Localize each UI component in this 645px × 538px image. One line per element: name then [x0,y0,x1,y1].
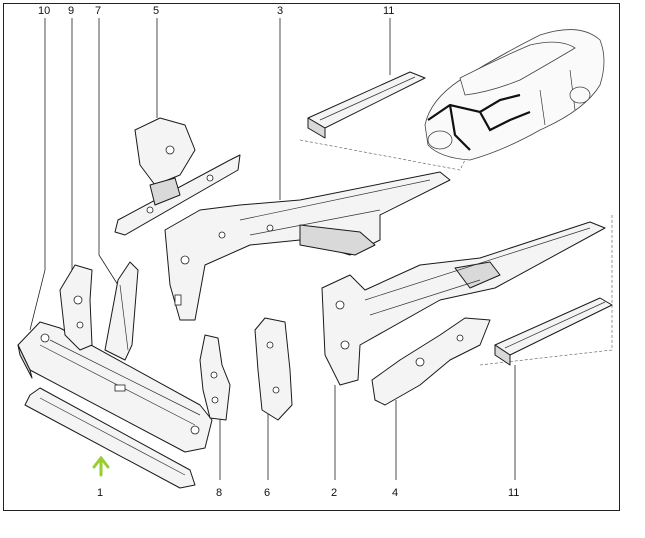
leader-10b [29,269,46,331]
part-10-front-crossmember [17,321,213,453]
car-illustration [424,29,605,161]
callout-10: 10 [38,5,51,17]
callout-3: 3 [277,5,284,17]
callout-11-bottom: 11 [508,487,520,499]
callout-2: 2 [331,487,338,499]
callout-5: 5 [153,5,160,17]
part-5-upper-bracket [114,117,241,236]
leader-lines [29,18,516,480]
callout-6: 6 [264,487,271,499]
part-9-bracket [59,264,93,351]
part-4-bracket [371,317,491,406]
part-11-top-rail [307,71,426,139]
part-1-lower-beam [24,387,196,489]
part-8-bracket [199,334,231,421]
callout-7: 7 [95,5,102,17]
callout-4: 4 [392,487,399,499]
part-7-bracket [104,261,139,361]
part-3-left-longitudinal [164,171,451,321]
part-11-bottom-rail [494,297,613,366]
callout-11-top: 11 [383,5,395,17]
part-6-bracket [254,317,293,421]
guide-bottom [479,215,613,366]
part-2-right-longitudinal [321,221,606,386]
callout-1: 1 [97,487,104,499]
leader-7b [98,254,119,286]
callout-9: 9 [68,5,75,17]
callout-8: 8 [216,487,223,499]
arrow-up-icon [92,455,110,477]
